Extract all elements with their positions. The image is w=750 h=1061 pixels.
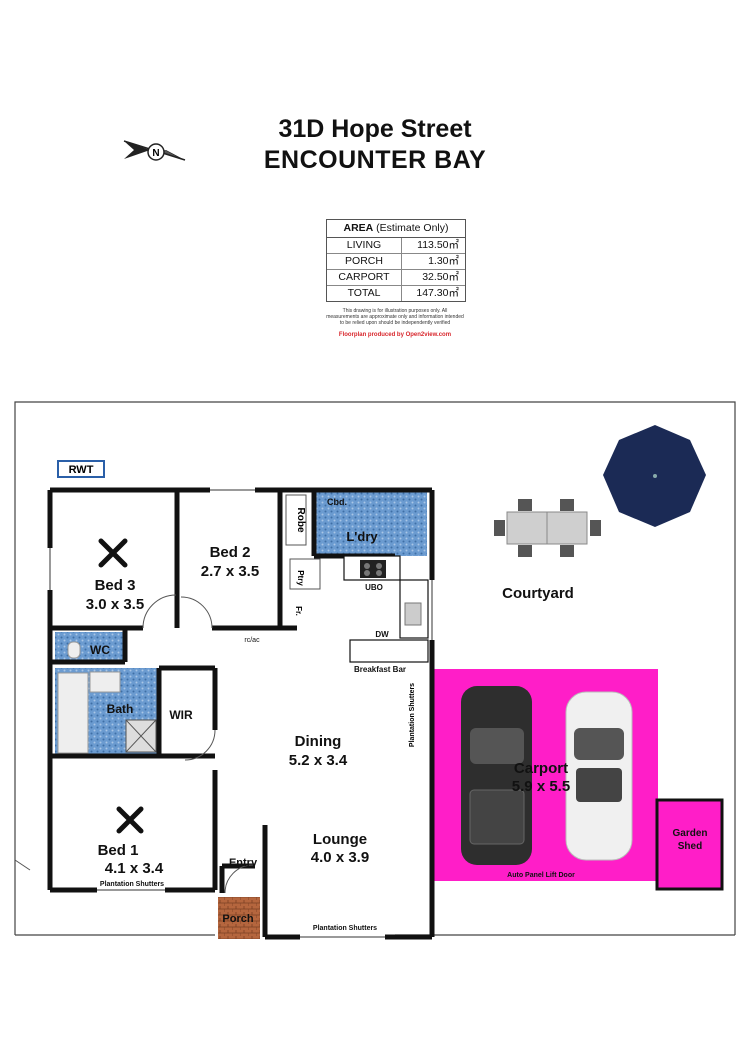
area-header-rest: (Estimate Only): [373, 222, 449, 234]
address-title: 31D Hope Street: [278, 115, 472, 143]
area-row-label: CARPORT: [327, 270, 402, 285]
area-row-carport: CARPORT 32.50㎡: [327, 270, 465, 286]
carport-door-label: Auto Panel Lift Door: [507, 872, 575, 879]
wc-label: WC: [90, 643, 110, 657]
carport-name: Carport: [514, 760, 568, 777]
area-row-value: 113.50㎡: [417, 239, 459, 251]
robe-box: [285, 494, 307, 546]
area-row-value: 32.50㎡: [422, 271, 459, 283]
door-swings: [14, 594, 254, 894]
car-light-icon: [565, 691, 633, 861]
cupboard-label: Cbd.: [327, 497, 347, 507]
carport-size: 5.9 x 5.5: [512, 778, 570, 795]
area-row-total: TOTAL 147.30㎡: [327, 286, 465, 301]
lounge-shutters-label: Plantation Shutters: [313, 925, 377, 932]
rcac-label: rc/ac: [244, 637, 260, 644]
walls: [47, 487, 435, 940]
ceiling-fan-icon: [116, 806, 144, 834]
area-table-header: AREA (Estimate Only): [327, 220, 465, 238]
wir-label: WIR: [169, 708, 193, 722]
umbrella-icon: [603, 425, 706, 527]
ubo-label: UBO: [365, 583, 383, 592]
area-row-value: 147.30㎡: [416, 287, 459, 299]
suburb-title: ENCOUNTER BAY: [263, 146, 487, 174]
pantry-label: Ptry: [296, 570, 305, 586]
windows: [49, 489, 433, 938]
bed1-name: Bed 1: [98, 842, 139, 859]
bath-label: Bath: [107, 702, 134, 716]
rwt-tank: [57, 460, 105, 478]
courtyard-label: Courtyard: [502, 585, 574, 602]
garden-shed-label-2: Shed: [678, 841, 702, 852]
bathtub-icon: [57, 672, 89, 754]
patio-table-icon: [494, 499, 601, 557]
dining-size: 5.2 x 3.4: [289, 752, 348, 769]
laundry-floor: [314, 492, 427, 556]
dining-shutters-label: Plantation Shutters: [409, 683, 416, 747]
wc-floor: [55, 632, 125, 662]
lounge-name: Lounge: [313, 831, 367, 848]
bed3-size: 3.0 x 3.5: [86, 596, 144, 613]
fridge-label: Fr.: [294, 606, 303, 616]
north-letter: N: [152, 148, 159, 159]
car-dark-icon: [461, 686, 532, 865]
laundry-label: L'dry: [346, 529, 378, 544]
north-arrow-icon: N: [123, 140, 186, 161]
area-table: AREA (Estimate Only) LIVING 113.50㎡ PORC…: [326, 219, 466, 302]
site-boundary: [14, 401, 736, 936]
disclaimer-text: This drawing is for illustration purpose…: [326, 308, 464, 326]
area-row-living: LIVING 113.50㎡: [327, 238, 465, 254]
garden-shed-label-1: Garden: [672, 828, 707, 839]
sink-icon: [404, 602, 422, 626]
robe-label: Robe: [295, 508, 306, 533]
area-row-label: PORCH: [327, 254, 402, 269]
area-row-value: 1.30㎡: [428, 255, 459, 267]
bed1-shutters-label: Plantation Shutters: [100, 881, 164, 888]
vanity-icon: [89, 671, 121, 693]
porch-label: Porch: [222, 913, 253, 925]
dining-name: Dining: [295, 733, 342, 750]
bed2-name: Bed 2: [210, 544, 251, 561]
bed3-name: Bed 3: [95, 577, 136, 594]
garden-shed: [655, 798, 724, 891]
area-row-label: LIVING: [327, 238, 402, 253]
area-header-bold: AREA: [343, 222, 374, 234]
area-row-label: TOTAL: [327, 286, 402, 301]
rwt-label: RWT: [69, 464, 94, 476]
breakfast-bar-label: Breakfast Bar: [354, 665, 406, 674]
area-row-porch: PORCH 1.30㎡: [327, 254, 465, 270]
entry-label: Entry: [229, 857, 258, 869]
porch-floor: [218, 897, 260, 939]
lounge-size: 4.0 x 3.9: [311, 849, 369, 866]
credit-text: Floorplan produced by Open2view.com: [338, 332, 452, 338]
pantry-box: [289, 558, 321, 590]
ceiling-fan-icon: [98, 538, 128, 568]
toilet-icon: [67, 641, 81, 659]
dw-label: DW: [375, 630, 389, 639]
cooktop-icon: [360, 560, 386, 578]
bed1-size: 4.1 x 3.4: [105, 860, 164, 877]
bed2-size: 2.7 x 3.5: [201, 563, 259, 580]
